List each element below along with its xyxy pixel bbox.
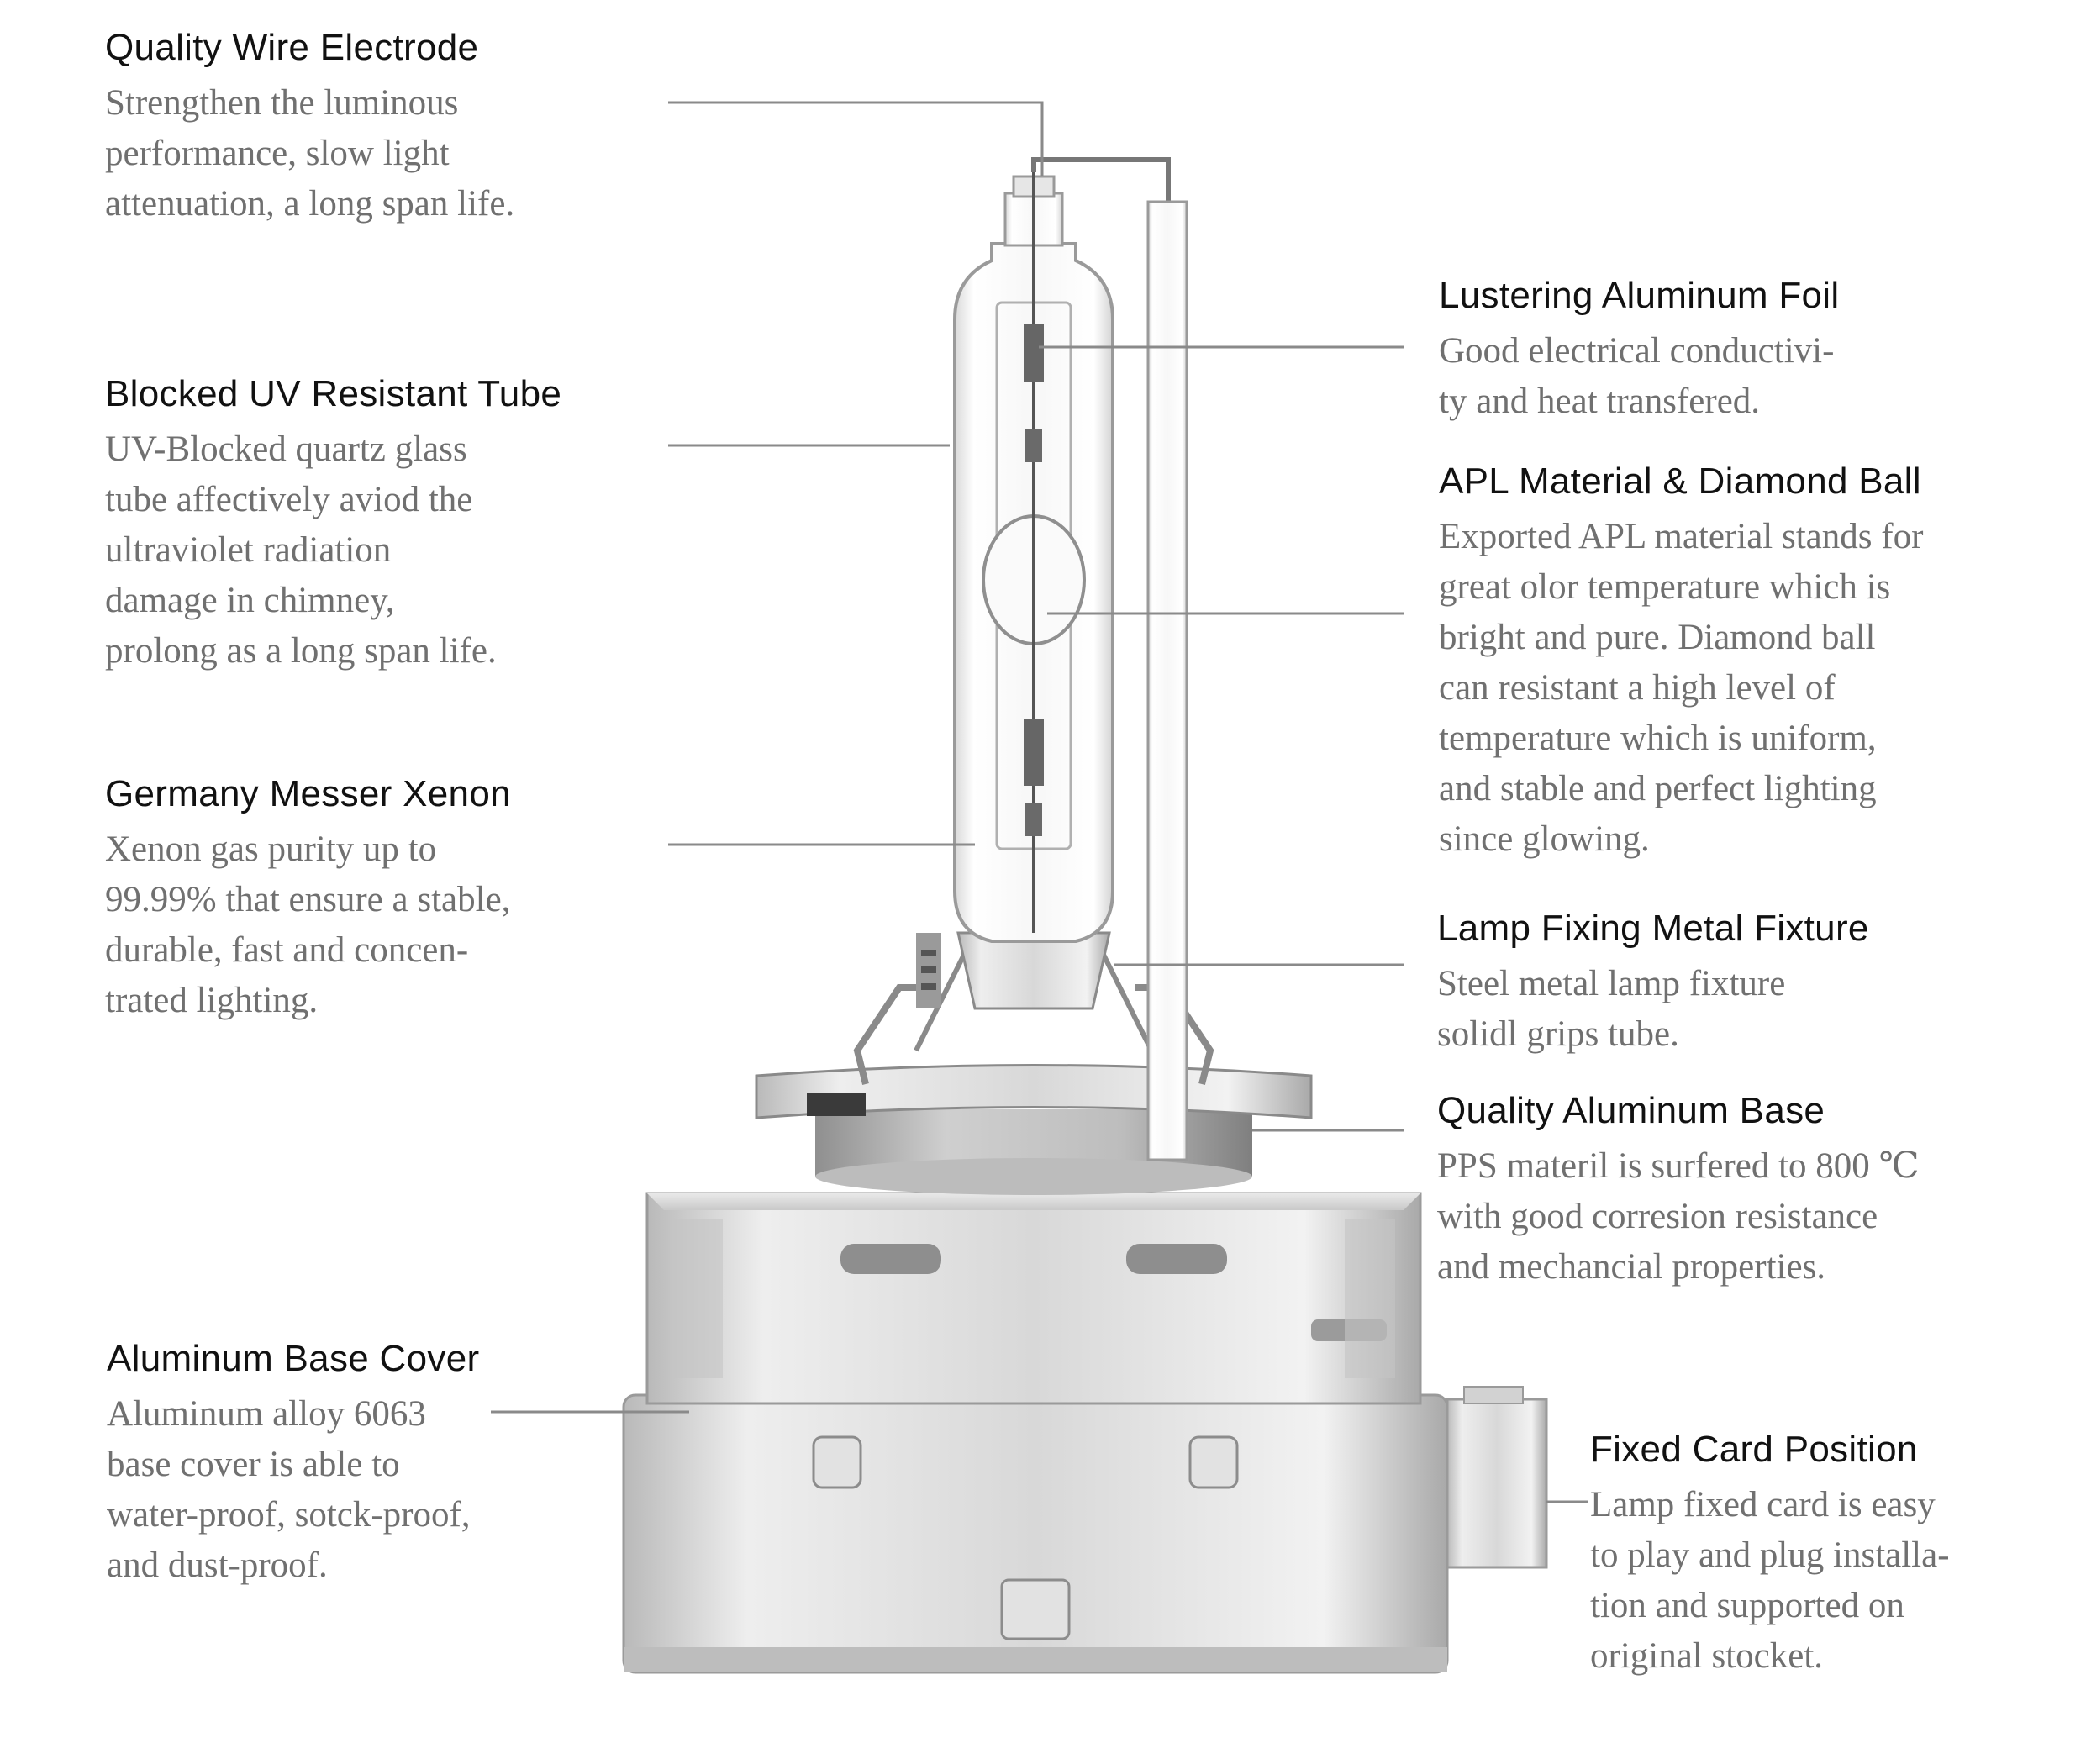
description-line: ty and heat transfered. [1439,381,1761,421]
callout-title: Germany Messer Xenon [105,773,511,814]
description-line: attenuation, a long span life. [105,183,515,224]
description-line: performance, slow light [105,133,450,173]
callout-xenon: Germany Messer Xenon Xenon gas purity up… [105,773,511,1026]
description-line: to play and plug installa- [1590,1535,1950,1575]
callout-wire-electrode: Quality Wire Electrode Strengthen the lu… [105,27,514,229]
callout-apl-material: APL Material & Diamond Ball Exported APL… [1439,461,1923,865]
description-line: and mechancial properties. [1437,1246,1826,1287]
description-line: since glowing. [1439,819,1650,859]
callout-title: Aluminum Base Cover [107,1338,480,1379]
callout-aluminum-foil: Lustering Aluminum Foil Good electrical … [1439,275,1839,427]
fixture-collar [956,931,1111,1010]
description-line: Aluminum alloy 6063 [107,1393,426,1434]
callout-description: UV-Blocked quartz glass tube affectively… [105,424,561,677]
callout-title: Blocked UV Resistant Tube [105,373,562,414]
callout-title: Fixed Card Position [1590,1429,1918,1470]
description-line: Xenon gas purity up to [105,829,437,869]
callout-description: PPS materil is surfered to 800 ℃ with go… [1437,1141,1920,1293]
description-line: ultraviolet radiation [105,529,392,570]
callout-title: APL Material & Diamond Ball [1439,461,1921,502]
callout-title: Lamp Fixing Metal Fixture [1437,908,1869,949]
callout-description: Good electrical conductivi- ty and heat … [1439,326,1839,427]
leader-lines [491,101,1588,1503]
description-line: durable, fast and concen- [105,929,469,970]
callout-description: Steel metal lamp fixture solidl grips tu… [1437,959,1869,1060]
description-line: and stable and perfect lighting [1439,768,1877,808]
lower-base-block [622,1393,1449,1674]
fixed-card-tab [1446,1386,1548,1569]
aluminum-base-disc [755,1064,1313,1195]
description-line: Steel metal lamp fixture [1437,963,1786,1003]
description-line: PPS materil is surfered to 800 ℃ [1437,1145,1920,1186]
electrode-wire [1024,168,1044,933]
callout-aluminum-base: Quality Aluminum Base PPS materil is sur… [1437,1090,1920,1293]
description-line: UV-Blocked quartz glass [105,429,467,469]
description-line: and dust-proof. [107,1545,328,1585]
description-line: solidl grips tube. [1437,1014,1679,1054]
description-line: bright and pure. Diamond ball [1439,617,1876,657]
description-line: can resistant a high level of [1439,667,1836,708]
callout-base-cover: Aluminum Base Cover Aluminum alloy 6063 … [107,1338,479,1591]
description-line: original stocket. [1590,1635,1824,1676]
description-line: trated lighting. [105,980,319,1020]
callout-metal-fixture: Lamp Fixing Metal Fixture Steel metal la… [1437,908,1869,1060]
description-line: Exported APL material stands for [1439,516,1924,556]
description-line: Lamp fixed card is easy [1590,1484,1936,1524]
description-line: prolong as a long span life. [105,630,497,671]
callout-title: Lustering Aluminum Foil [1439,275,1840,316]
description-line: 99.99% that ensure a stable, [105,879,511,919]
callout-card-position: Fixed Card Position Lamp fixed card is e… [1590,1429,1950,1682]
description-line: base cover is able to [107,1444,400,1484]
callout-uv-tube: Blocked UV Resistant Tube UV-Blocked qua… [105,373,561,677]
description-line: tube affectively aviod the [105,479,473,519]
callout-description: Strengthen the luminous performance, slo… [105,78,514,229]
callout-title: Quality Wire Electrode [105,27,479,68]
fixture-clips [916,933,941,1008]
description-line: great olor temperature which is [1439,566,1891,607]
description-line: Strengthen the luminous [105,82,459,123]
upper-base-cover [645,1192,1422,1405]
callout-title: Quality Aluminum Base [1437,1090,1825,1131]
description-line: tion and supported on [1590,1585,1904,1625]
description-line: temperature which is uniform, [1439,718,1877,758]
description-line: with good corresion resistance [1437,1196,1878,1236]
description-line: Good electrical conductivi- [1439,330,1835,371]
callout-description: Aluminum alloy 6063 base cover is able t… [107,1389,479,1591]
return-lead [1031,157,1188,1161]
callout-description: Exported APL material stands for great o… [1439,512,1923,865]
description-line: damage in chimney, [105,580,395,620]
callout-description: Xenon gas purity up to 99.99% that ensur… [105,824,511,1026]
callout-description: Lamp fixed card is easy to play and plug… [1590,1480,1950,1682]
description-line: water-proof, sotck-proof, [107,1494,471,1535]
